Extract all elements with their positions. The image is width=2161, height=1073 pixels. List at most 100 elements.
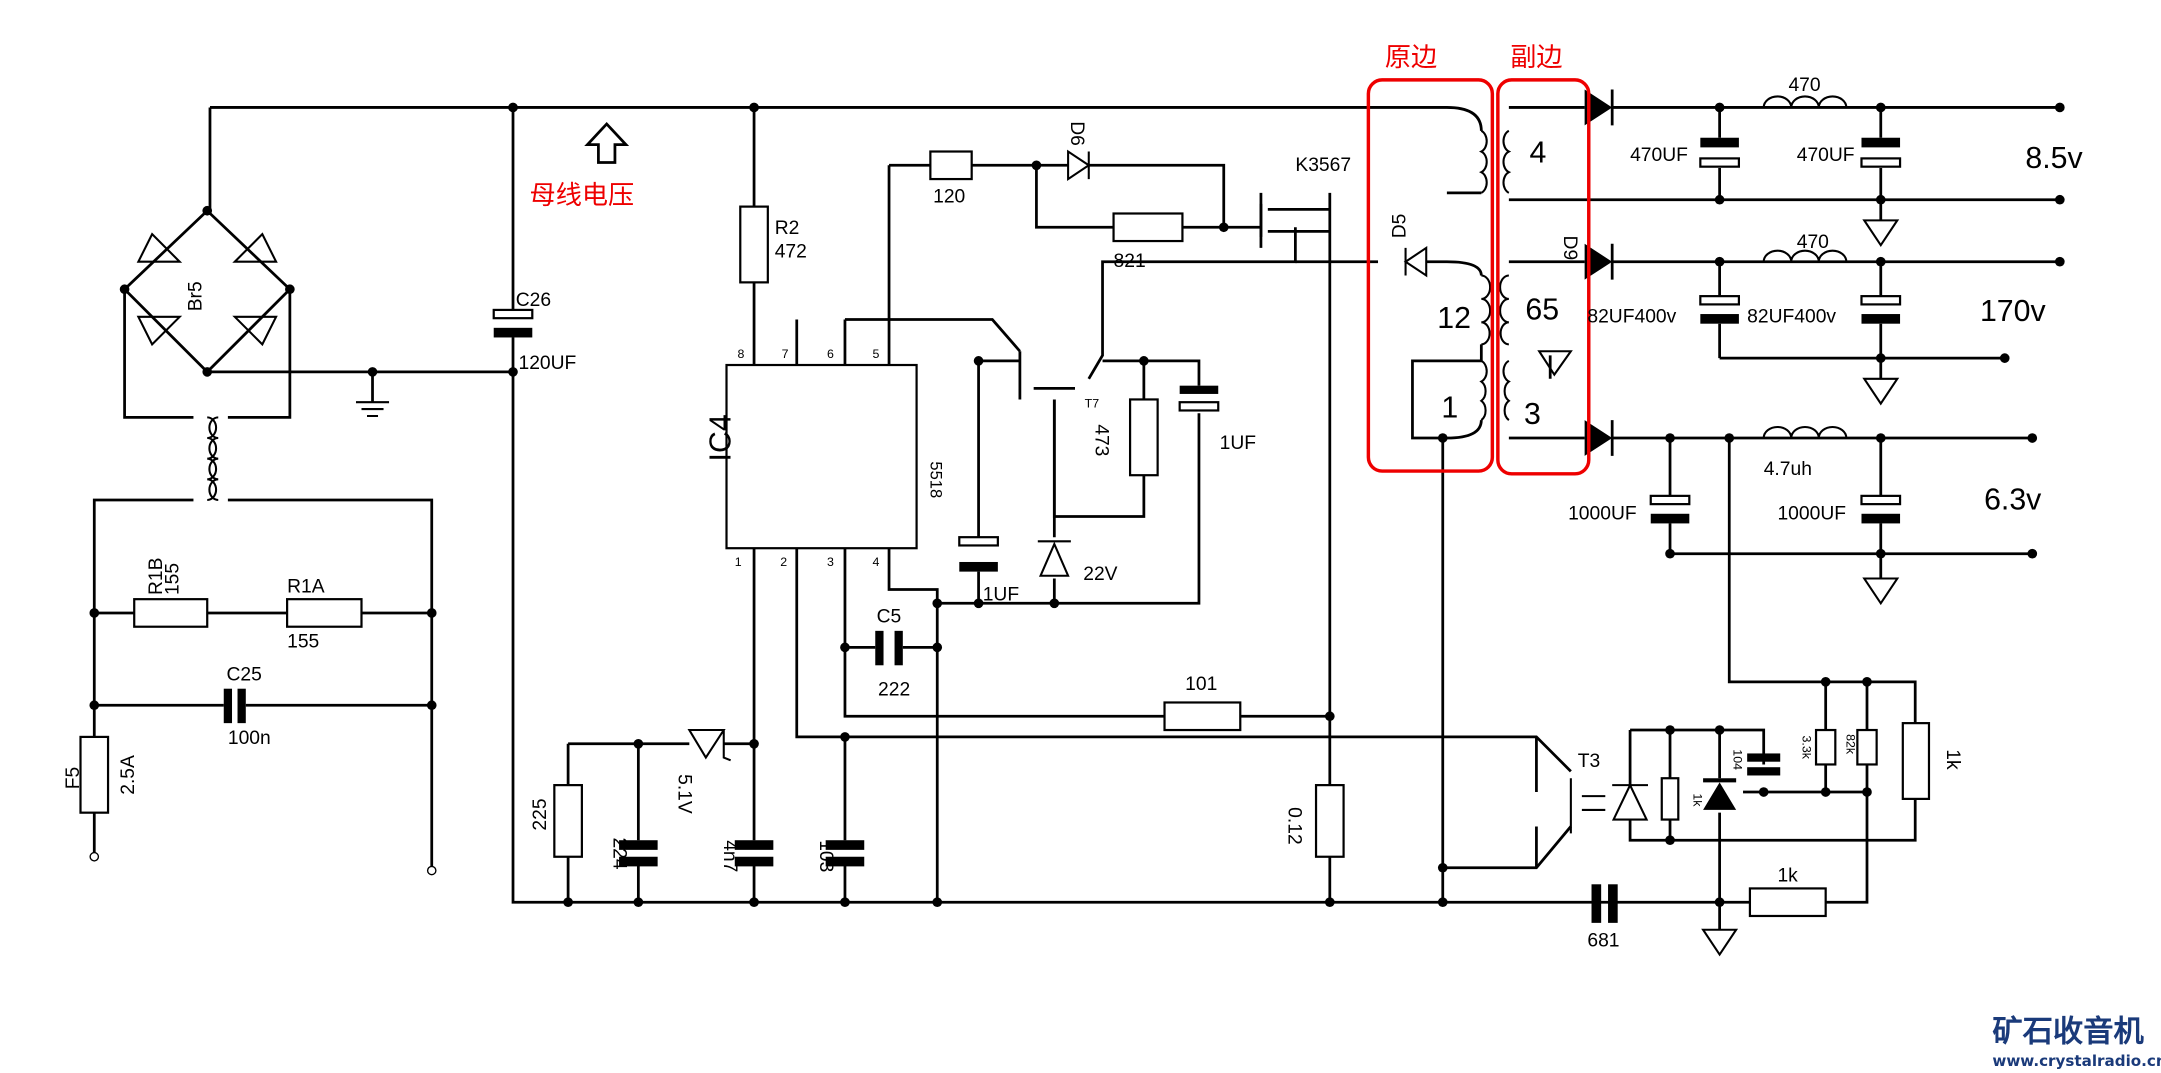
up-arrow-icon bbox=[584, 121, 630, 164]
winding-1-label: 1 bbox=[1441, 391, 1458, 424]
c104-label: 104 bbox=[1730, 749, 1744, 770]
output-6.3v: 6.3v bbox=[1984, 484, 2042, 517]
resistor-120 bbox=[929, 150, 973, 181]
r120-label: 120 bbox=[933, 186, 965, 207]
winding-3-label: 3 bbox=[1524, 398, 1541, 431]
c470b-label: 470UF bbox=[1797, 145, 1855, 166]
resistor-r1b bbox=[133, 598, 209, 628]
resistor-1k-big bbox=[1901, 722, 1931, 800]
c470a-label: 470UF bbox=[1630, 145, 1688, 166]
resistor-r2 bbox=[739, 205, 769, 284]
diodes bbox=[136, 89, 1737, 834]
pin-6: 6 bbox=[827, 347, 834, 361]
primary-box bbox=[1366, 78, 1495, 473]
zener22-label: 22V bbox=[1083, 564, 1117, 585]
ic4-chip bbox=[725, 363, 918, 550]
fuse-f5 bbox=[79, 735, 110, 814]
resistor-1k-small bbox=[1660, 777, 1680, 821]
pin-8: 8 bbox=[738, 347, 745, 361]
secondary-box bbox=[1496, 78, 1591, 476]
transistor-t7 bbox=[1018, 351, 1075, 400]
resistor-r1a bbox=[286, 598, 363, 628]
pin-4: 4 bbox=[873, 555, 880, 569]
transformer-coils bbox=[207, 95, 1848, 502]
c1uf-a-label: 1UF bbox=[1220, 433, 1256, 454]
r1a-label: R1A bbox=[287, 576, 325, 597]
output-8.5v: 8.5v bbox=[2025, 142, 2083, 175]
r1k-big-label: 1k bbox=[1942, 749, 1963, 770]
resistor-3.3k bbox=[1814, 728, 1837, 766]
winding-65-label: 65 bbox=[1525, 294, 1559, 327]
pin-3: 3 bbox=[827, 555, 834, 569]
resistor-473 bbox=[1128, 398, 1159, 477]
r33k-label: 3.3k bbox=[1799, 736, 1813, 760]
c1uf-b-label: 1UF bbox=[983, 585, 1019, 606]
c4n7-label: 4n7 bbox=[719, 840, 740, 872]
pin-2: 2 bbox=[780, 555, 787, 569]
r1a-value: 155 bbox=[287, 631, 319, 652]
r1b-label: R1B bbox=[146, 558, 167, 595]
pin-7: 7 bbox=[782, 347, 789, 361]
mosfet-label: K3567 bbox=[1295, 155, 1351, 176]
junction-dots bbox=[89, 102, 2065, 908]
c82b-label: 82UF400v bbox=[1747, 306, 1836, 327]
l47uh-label: 4.7uh bbox=[1764, 459, 1812, 480]
resistor-225 bbox=[553, 784, 583, 858]
c5-value: 222 bbox=[878, 680, 910, 701]
resistor-821 bbox=[1112, 212, 1184, 243]
resistor-0.12 bbox=[1314, 784, 1345, 858]
c25-value: 100n bbox=[228, 728, 271, 749]
primary-label: 原边 bbox=[1385, 43, 1437, 73]
ground-symbols bbox=[355, 219, 1900, 957]
pin-5: 5 bbox=[873, 347, 880, 361]
f5-value: 2.5A bbox=[118, 755, 139, 795]
d9-label: D9 bbox=[1559, 236, 1580, 261]
r2-label: R2 bbox=[775, 218, 800, 239]
capacitors bbox=[223, 137, 1902, 923]
c5-label: C5 bbox=[877, 607, 902, 628]
c103-label: 103 bbox=[815, 840, 836, 872]
r1k-bottom-label: 1k bbox=[1777, 866, 1798, 887]
l470a-label: 470 bbox=[1788, 75, 1820, 96]
logo-text: 矿石收音机 bbox=[1992, 1013, 2144, 1049]
secondary-label: 副边 bbox=[1510, 43, 1562, 73]
resistor-101 bbox=[1163, 701, 1242, 732]
resistor-82k bbox=[1856, 728, 1878, 766]
wires bbox=[92, 106, 2060, 930]
r473-label: 473 bbox=[1091, 424, 1112, 456]
c1000b-label: 1000UF bbox=[1777, 503, 1846, 524]
logo-url: www.crystalradio.cn bbox=[1992, 1052, 2161, 1070]
c1000a-label: 1000UF bbox=[1568, 503, 1637, 524]
ic-part-label: 5518 bbox=[926, 461, 945, 498]
resistor-1k-bottom bbox=[1748, 887, 1827, 918]
r012-label: 0.12 bbox=[1283, 807, 1304, 845]
winding-4-label: 4 bbox=[1530, 137, 1547, 170]
r225-label: 225 bbox=[530, 798, 551, 830]
resistors bbox=[79, 150, 1931, 918]
c224-label: 224 bbox=[609, 837, 630, 869]
zener51-label: 5.1V bbox=[673, 774, 694, 814]
c26-value: 120UF bbox=[519, 353, 577, 374]
r2-value: 472 bbox=[775, 242, 807, 263]
c25-label: C25 bbox=[227, 664, 262, 685]
r101-label: 101 bbox=[1185, 674, 1217, 695]
ground-symbol bbox=[1537, 350, 1573, 377]
output-170v: 170v bbox=[1980, 295, 2047, 328]
l470b-label: 470 bbox=[1797, 232, 1829, 253]
c681-label: 681 bbox=[1587, 930, 1619, 951]
r1b-value: 155 bbox=[162, 563, 183, 595]
d5-label: D5 bbox=[1390, 214, 1411, 239]
c26-label: C26 bbox=[516, 290, 551, 311]
t3-label: T3 bbox=[1578, 751, 1600, 772]
labels: 母线电压 原边 副边 Br5 C26 120UF R2 472 IC4 5518… bbox=[63, 43, 2161, 1070]
winding-12-label: 12 bbox=[1437, 302, 1471, 335]
r82k-label: 82k bbox=[1843, 734, 1857, 755]
ic4-label: IC4 bbox=[705, 414, 738, 461]
r1k-small-label: 1k bbox=[1690, 793, 1704, 807]
c82a-label: 82UF400v bbox=[1587, 306, 1676, 327]
bridge-label: Br5 bbox=[186, 281, 207, 311]
r821-label: 821 bbox=[1114, 251, 1146, 272]
t7-label: T7 bbox=[1085, 397, 1100, 411]
